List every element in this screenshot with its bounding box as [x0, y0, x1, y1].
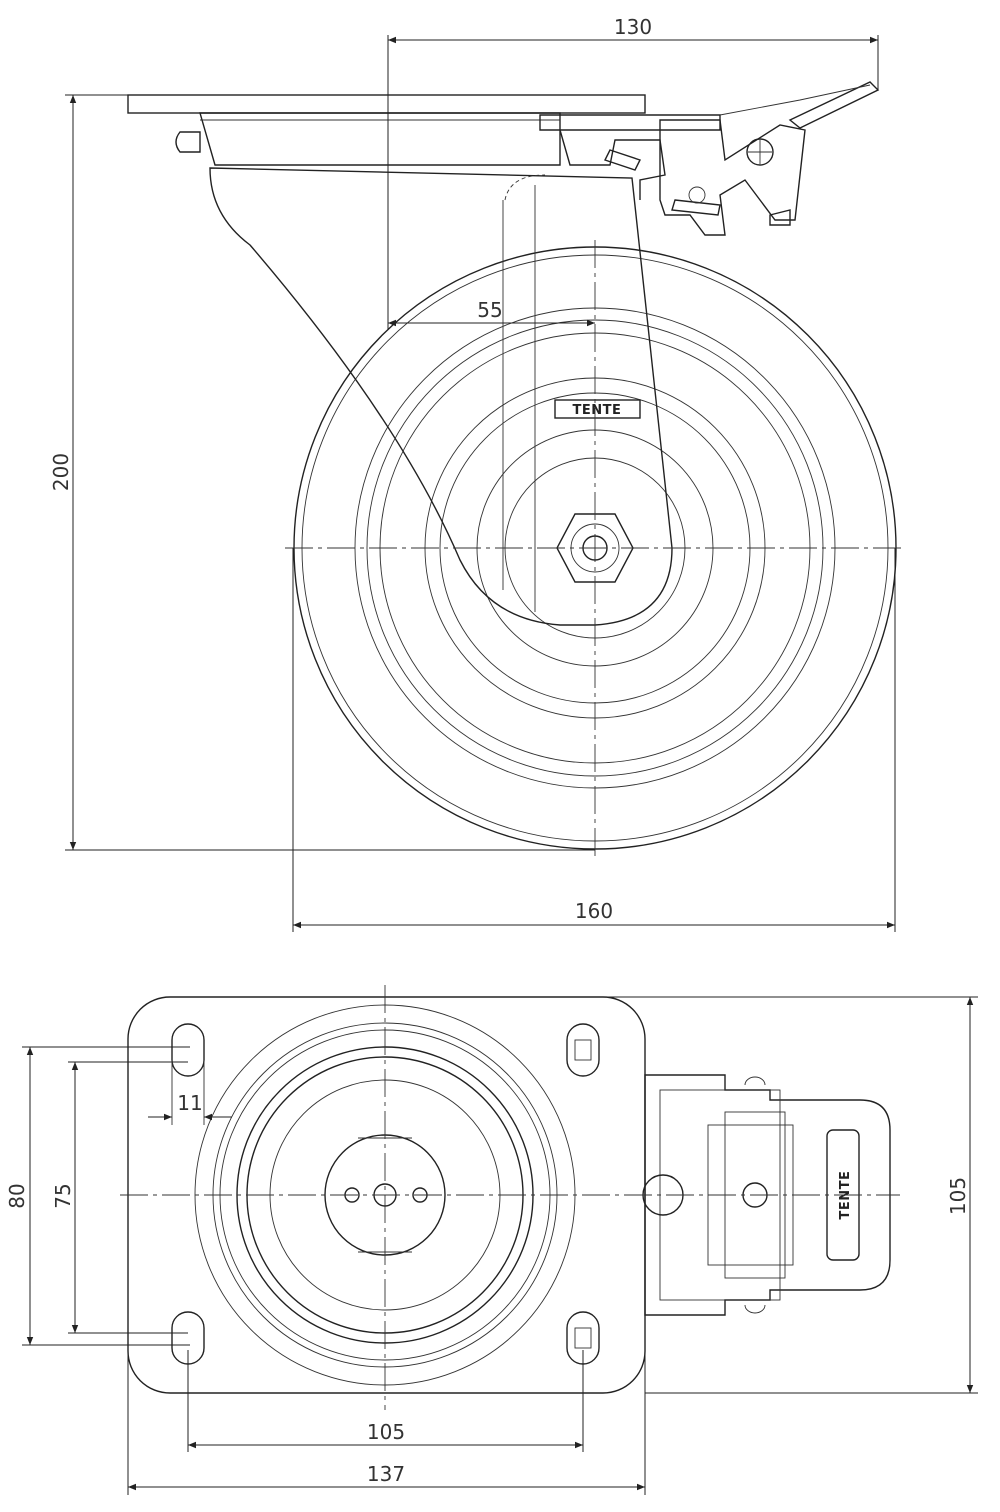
svg-text:80: 80 — [5, 1183, 29, 1208]
dimension-75: 75 — [51, 1061, 188, 1334]
brake-mechanism — [539, 81, 880, 236]
svg-text:11: 11 — [177, 1091, 202, 1115]
fork — [209, 167, 673, 626]
svg-text:55: 55 — [477, 298, 502, 322]
dimension-105-vertical: 105 — [600, 996, 978, 1394]
svg-text:130: 130 — [614, 15, 652, 39]
svg-text:137: 137 — [367, 1462, 405, 1486]
svg-text:TENTE: TENTE — [573, 403, 622, 418]
side-view: TENTE 130 55 — [49, 15, 905, 932]
dimension-11: 11 — [148, 1060, 232, 1125]
dimension-55: 55 — [388, 298, 595, 327]
dimension-160: 160 — [292, 548, 896, 932]
dimension-130: 130 — [387, 15, 879, 330]
dimension-200: 200 — [49, 94, 595, 851]
svg-text:160: 160 — [575, 899, 613, 923]
svg-text:105: 105 — [946, 1177, 970, 1215]
dimension-80: 80 — [5, 1046, 190, 1346]
svg-text:200: 200 — [49, 453, 73, 491]
top-plate — [127, 94, 646, 114]
tente-logo: TENTE — [554, 399, 641, 419]
top-view: TENTE 80 75 11 105 — [5, 985, 978, 1495]
svg-text:105: 105 — [367, 1420, 405, 1444]
dimension-137: 137 — [127, 1300, 646, 1495]
svg-text:75: 75 — [51, 1183, 75, 1208]
swivel-housing — [199, 112, 561, 166]
dimension-105-horizontal: 105 — [187, 1350, 584, 1452]
king-pin — [175, 131, 201, 153]
